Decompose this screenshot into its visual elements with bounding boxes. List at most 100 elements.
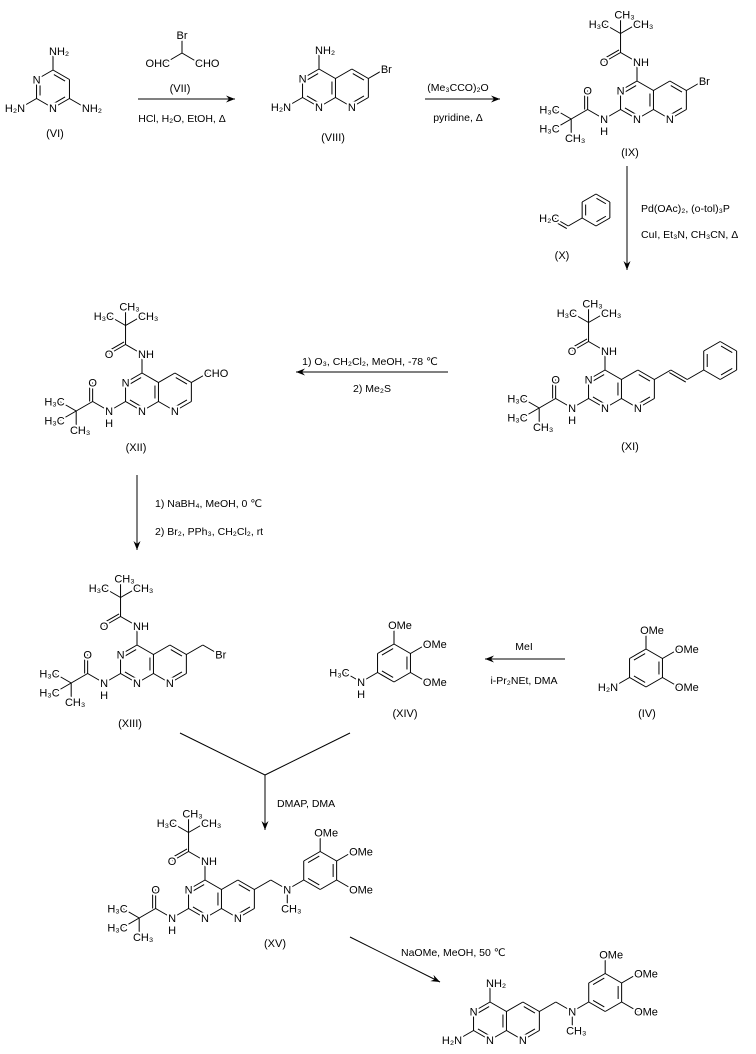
atom-label: CHO [195,58,220,70]
bond [108,401,126,412]
bond [319,851,337,862]
double-bond-line [306,73,319,81]
bond [555,398,573,409]
bond [687,369,704,380]
bond [636,109,654,120]
atom-label: CH₃ [582,299,602,311]
atom-label: CHO [204,368,229,380]
bond [637,398,655,409]
bond [122,908,140,919]
atom-label: H [168,925,176,937]
atom-label: O [168,856,177,868]
double-bond-line [669,372,687,383]
atom-label: N [117,650,125,662]
bond [221,908,239,919]
double-bond-line [53,96,66,104]
atom-label: OMe [640,625,664,637]
bond [603,109,621,120]
atom-label: O [551,375,560,387]
bond [620,23,638,34]
atom-label: N [185,885,193,897]
atom-label: OMe [349,847,373,859]
bond [588,398,606,409]
atom-label: H₃C [539,105,559,117]
bond [120,673,138,684]
bond [125,315,143,326]
bond [125,372,143,383]
double-bond-line [633,653,646,661]
bond [54,682,72,693]
double-bond-line [381,648,394,656]
bond [136,673,154,684]
bond [120,644,138,655]
bond [604,973,622,984]
bond [595,217,611,227]
bond [587,109,605,120]
bond [489,1030,507,1041]
bond [191,372,209,383]
bond [335,97,353,108]
bond [393,643,411,654]
double-bond-line [477,1006,490,1014]
bond [171,908,189,919]
bond [620,52,638,63]
compound-label-xv: (XV) [264,938,286,950]
bond [506,1001,524,1012]
atom-label: CH₃ [565,133,585,145]
bond [522,407,540,418]
bond [125,344,143,355]
atom-label: OHC [146,58,171,70]
atom-label: H₃C [507,394,527,406]
atom-label: O [88,378,97,390]
bond [92,401,110,412]
bond [719,369,737,380]
atom-label: N [133,678,141,690]
compound-label-iv: (IV) [638,708,656,720]
reaction-conditions: MeI [515,641,533,653]
bond [19,98,37,109]
bond [393,672,411,683]
double-bond-line [592,396,605,404]
atom-label: N [486,1035,494,1047]
atom-label: NH₂ [486,978,506,990]
bond [489,1001,507,1012]
bond [629,677,647,688]
bond [581,193,597,203]
bond [254,879,272,890]
atom-label: N [600,114,608,126]
atom-label: CH₃ [133,932,153,944]
bond [169,673,187,684]
atom-label: N [634,403,642,415]
bond [344,672,362,683]
atom-label: H₃C [94,311,114,323]
atom-label: CH₃ [601,308,621,320]
reaction-conditions: (Me₃CCO)₂O [427,82,488,94]
compound-label-xii: (XII) [126,442,147,454]
compound-label-xiv: (XIV) [392,708,417,720]
double-bond-line [633,675,646,683]
bond [360,672,378,683]
atom-label: NH [633,57,649,69]
arrowhead-icon [226,95,235,103]
atom-label: H₃C [107,904,127,916]
compound-label-vi: (VI) [46,128,64,140]
double-bond-line [352,73,365,81]
atom-label: H [100,690,108,702]
bond [662,648,680,659]
bond [188,851,206,862]
bond [473,1001,491,1012]
double-bond-line [175,399,188,407]
bond [539,1001,557,1012]
bond [653,80,671,91]
bond [603,52,621,63]
atom-label: N [348,102,356,114]
double-bond-line [592,374,605,382]
double-bond-line [129,399,142,407]
bond [87,673,105,684]
atom-label: N [568,1007,576,1019]
bond [103,587,121,598]
atom-label: N [201,913,209,925]
double-bond-line [670,107,683,115]
bond [125,401,143,412]
double-bond-line [638,374,651,382]
